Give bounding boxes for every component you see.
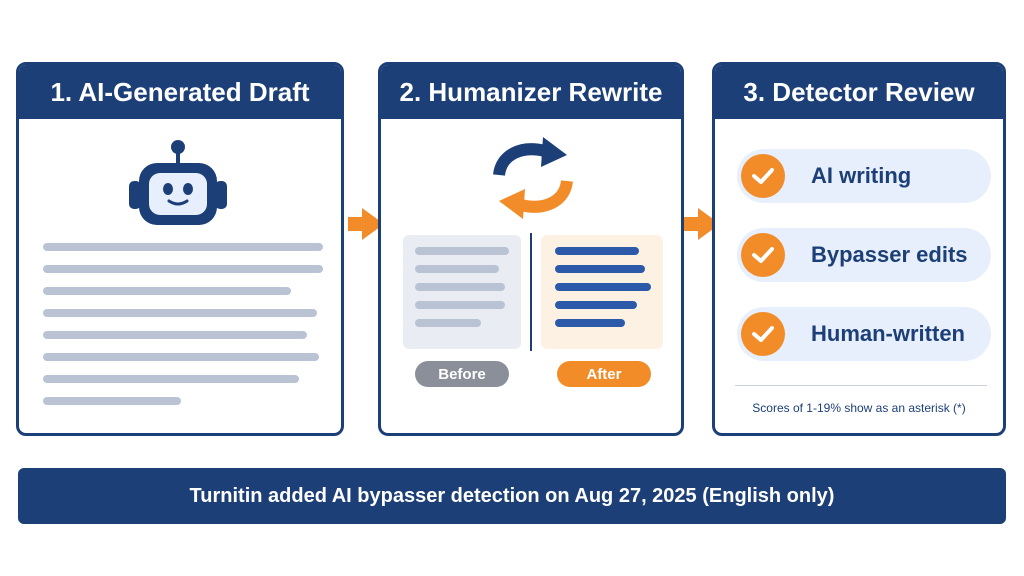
footnote: Scores of 1-19% show as an asterisk (*) — [752, 401, 966, 415]
after-label: After — [557, 361, 651, 387]
text-line — [43, 331, 307, 339]
check-label: Bypasser edits — [811, 242, 968, 267]
before-text-line — [415, 265, 499, 273]
panel-ai-generated-draft: 1. AI-Generated Draft — [16, 62, 344, 436]
after-text-line — [555, 319, 625, 327]
before-text-line — [415, 283, 505, 291]
text-line — [43, 309, 317, 317]
panel-title: 1. AI-Generated Draft — [19, 65, 341, 119]
check-item-bypasser-edits: Bypasser edits — [737, 228, 991, 282]
check-item-ai-writing: AI writing — [737, 149, 991, 203]
text-line — [43, 397, 181, 405]
text-line — [43, 243, 323, 251]
text-line — [43, 287, 291, 295]
text-line — [43, 353, 319, 361]
after-text-line — [555, 301, 637, 309]
panel-title: 3. Detector Review — [715, 65, 1003, 119]
before-after-divider — [530, 233, 532, 351]
check-label: AI writing — [811, 163, 912, 188]
text-line — [43, 265, 323, 273]
before-text-line — [415, 301, 505, 309]
checkmark-icon — [741, 312, 785, 356]
check-item-human-written: Human-written — [737, 307, 991, 361]
panel-detector-review: 3. Detector Review AI writing Bypasser e… — [712, 62, 1006, 436]
panel-humanizer-rewrite: 2. Humanizer Rewrite Before After — [378, 62, 684, 436]
check-label: Human-written — [811, 321, 965, 346]
after-text-line — [555, 283, 651, 291]
checkmark-icon — [741, 233, 785, 277]
text-line — [43, 375, 299, 383]
before-label: Before — [415, 361, 509, 387]
footnote-divider — [735, 385, 987, 386]
panel-title: 2. Humanizer Rewrite — [381, 65, 681, 119]
checkmark-icon — [741, 154, 785, 198]
after-text-line — [555, 265, 645, 273]
before-text-line — [415, 319, 481, 327]
robot-icon — [129, 140, 227, 225]
info-banner: Turnitin added AI bypasser detection on … — [18, 468, 1006, 524]
after-text-line — [555, 247, 639, 255]
refresh-arrows-icon — [493, 137, 573, 219]
before-text-line — [415, 247, 509, 255]
